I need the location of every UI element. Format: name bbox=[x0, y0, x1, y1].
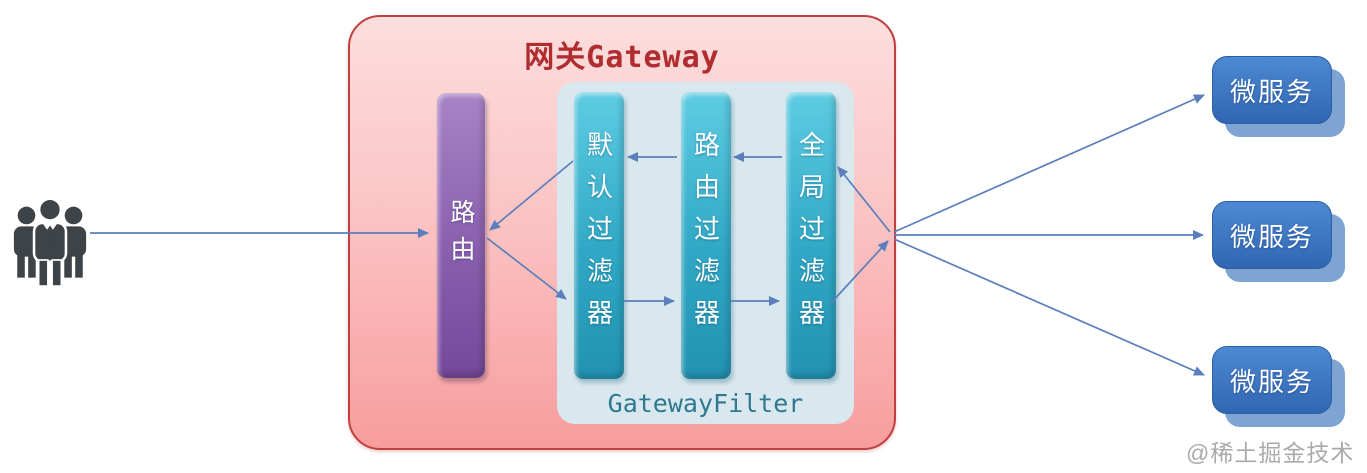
default-filter-label: 默认过滤器 bbox=[583, 130, 614, 341]
gateway-title: 网关Gateway bbox=[524, 40, 720, 75]
microservice-label: 微服务 bbox=[1212, 56, 1332, 124]
arrow-junction-to-service-3 bbox=[893, 238, 1205, 376]
microservice-label: 微服务 bbox=[1212, 346, 1332, 414]
gateway-container: 网关Gateway 路由 默认过滤器 路由过滤器 全局过滤器 GatewayFi… bbox=[348, 15, 896, 450]
microservice-label: 微服务 bbox=[1212, 201, 1332, 269]
route-filter-bar: 路由过滤器 bbox=[681, 92, 731, 379]
route-bar-label: 路由 bbox=[447, 198, 475, 273]
default-filter-bar: 默认过滤器 bbox=[574, 92, 624, 379]
route-filter-label: 路由过滤器 bbox=[690, 130, 721, 341]
microservice-box-3: 微服务 bbox=[1212, 346, 1345, 427]
users-group-icon bbox=[8, 190, 92, 288]
filter-panel-caption: GatewayFilter bbox=[607, 389, 804, 418]
gateway-filter-panel: 默认过滤器 路由过滤器 全局过滤器 GatewayFilter bbox=[557, 82, 854, 424]
global-filter-bar: 全局过滤器 bbox=[786, 92, 836, 379]
arrow-junction-to-service-1 bbox=[893, 94, 1205, 233]
watermark: @稀土掘金技术社区 bbox=[1186, 440, 1355, 466]
microservice-box-1: 微服务 bbox=[1212, 56, 1345, 137]
route-bar: 路由 bbox=[437, 93, 485, 378]
global-filter-label: 全局过滤器 bbox=[795, 130, 826, 341]
users-group-svg bbox=[13, 197, 87, 287]
microservice-box-2: 微服务 bbox=[1212, 201, 1345, 282]
